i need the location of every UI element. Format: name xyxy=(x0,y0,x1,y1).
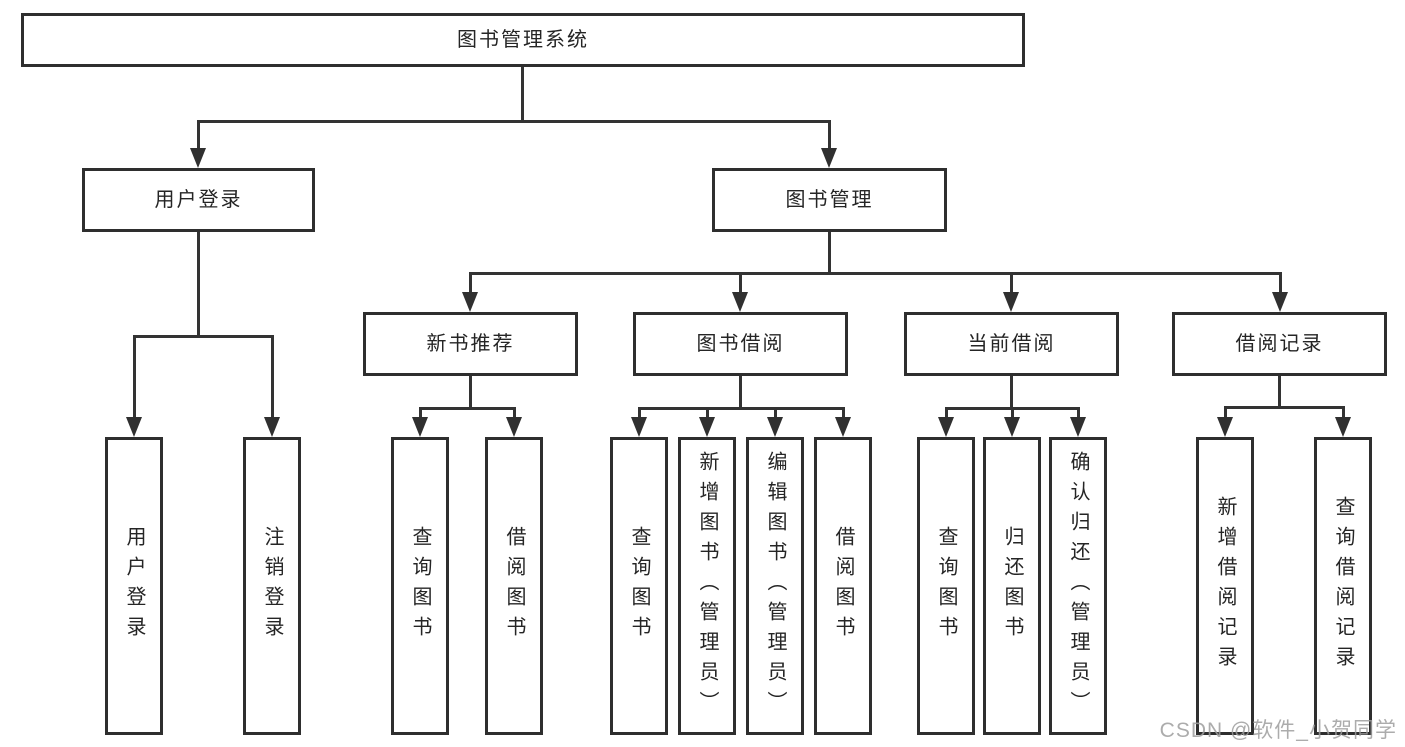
node-new-book-recommend: 新书推荐 xyxy=(363,312,578,376)
connector-drop-query-record xyxy=(1342,406,1345,417)
arrowhead-query-record xyxy=(1335,417,1351,437)
connector-drop-leaf-logout xyxy=(271,335,274,417)
node-root: 图书管理系统 xyxy=(21,13,1025,67)
connector-drop-current-borrow xyxy=(1010,272,1013,292)
arrowhead-user-login xyxy=(190,148,206,168)
connector-drop-borrow-book-2 xyxy=(842,407,845,417)
arrowhead-query-book-2 xyxy=(631,417,647,437)
connector-drop-user-login xyxy=(197,120,200,148)
leaf-add-book-admin-label: 新增图书（管理员） xyxy=(696,451,718,721)
arrowhead-add-book xyxy=(699,417,715,437)
connector-new-book-stem xyxy=(469,376,472,407)
arrowhead-add-record xyxy=(1217,417,1233,437)
leaf-add-book-admin: 新增图书（管理员） xyxy=(678,437,736,735)
leaf-borrow-book-2-label: 借阅图书 xyxy=(832,526,854,646)
arrowhead-leaf-user-login xyxy=(126,417,142,437)
connector-drop-add-book xyxy=(706,407,709,417)
connector-drop-return-book xyxy=(1011,407,1014,417)
arrowhead-query-book-1 xyxy=(412,417,428,437)
arrowhead-return-book xyxy=(1004,417,1020,437)
arrowhead-borrow-book-2 xyxy=(835,417,851,437)
leaf-add-borrow-record-label: 新增借阅记录 xyxy=(1214,496,1236,676)
leaf-return-book: 归还图书 xyxy=(983,437,1041,735)
arrowhead-borrow-book-1 xyxy=(506,417,522,437)
leaf-user-login: 用户登录 xyxy=(105,437,163,735)
leaf-query-book-2-label: 查询图书 xyxy=(628,526,650,646)
connector-new-book-branch xyxy=(419,407,515,410)
connector-drop-new-book xyxy=(469,272,472,292)
leaf-query-book-2: 查询图书 xyxy=(610,437,668,735)
arrowhead-borrow-records xyxy=(1272,292,1288,312)
arrowhead-confirm-return xyxy=(1070,417,1086,437)
connector-drop-confirm-return xyxy=(1077,407,1080,417)
node-book-management: 图书管理 xyxy=(712,168,947,232)
node-current-borrow: 当前借阅 xyxy=(904,312,1119,376)
leaf-logout-label: 注销登录 xyxy=(261,526,283,646)
leaf-return-book-label: 归还图书 xyxy=(1001,526,1023,646)
connector-borrow-records-stem xyxy=(1278,376,1281,406)
leaf-edit-book-admin: 编辑图书（管理员） xyxy=(746,437,804,735)
arrowhead-edit-book xyxy=(767,417,783,437)
connector-current-borrow-stem xyxy=(1010,376,1013,407)
connector-book-borrow-stem xyxy=(739,376,742,407)
connector-book-borrow-branch xyxy=(638,407,844,410)
leaf-logout: 注销登录 xyxy=(243,437,301,735)
connector-drop-query-book-2 xyxy=(638,407,641,417)
connector-borrow-records-branch xyxy=(1224,406,1344,409)
connector-user-login-stem xyxy=(197,232,200,335)
connector-drop-book-borrow xyxy=(739,272,742,292)
leaf-query-book-1-label: 查询图书 xyxy=(409,526,431,646)
connector-drop-borrow-book-1 xyxy=(513,407,516,417)
connector-drop-add-record xyxy=(1224,406,1227,417)
watermark: CSDN @软件_小贺同学 xyxy=(1159,719,1397,742)
leaf-confirm-return-admin: 确认归还（管理员） xyxy=(1049,437,1107,735)
leaf-user-login-label: 用户登录 xyxy=(123,526,145,646)
connector-drop-query-book-1 xyxy=(419,407,422,417)
leaf-confirm-return-admin-label: 确认归还（管理员） xyxy=(1067,451,1089,721)
connector-drop-leaf-user-login xyxy=(133,335,136,417)
connector-user-login-branch xyxy=(133,335,274,338)
connector-book-management-stem xyxy=(828,232,831,272)
node-book-borrow: 图书借阅 xyxy=(633,312,848,376)
node-borrow-records: 借阅记录 xyxy=(1172,312,1387,376)
leaf-query-book-1: 查询图书 xyxy=(391,437,449,735)
leaf-query-book-3-label: 查询图书 xyxy=(935,526,957,646)
leaf-add-borrow-record: 新增借阅记录 xyxy=(1196,437,1254,735)
connector-root-branch xyxy=(197,120,830,123)
connector-drop-edit-book xyxy=(774,407,777,417)
connector-root-stem xyxy=(521,67,524,120)
connector-drop-query-book-3 xyxy=(945,407,948,417)
arrowhead-new-book xyxy=(462,292,478,312)
leaf-borrow-book-1-label: 借阅图书 xyxy=(503,526,525,646)
leaf-borrow-book-2: 借阅图书 xyxy=(814,437,872,735)
arrowhead-current-borrow xyxy=(1003,292,1019,312)
leaf-edit-book-admin-label: 编辑图书（管理员） xyxy=(764,451,786,721)
node-user-login: 用户登录 xyxy=(82,168,315,232)
arrowhead-book-borrow xyxy=(732,292,748,312)
arrowhead-leaf-logout xyxy=(264,417,280,437)
leaf-query-borrow-record-label: 查询借阅记录 xyxy=(1332,496,1354,676)
leaf-borrow-book-1: 借阅图书 xyxy=(485,437,543,735)
connector-book-management-branch xyxy=(469,272,1281,275)
leaf-query-borrow-record: 查询借阅记录 xyxy=(1314,437,1372,735)
connector-drop-book-management xyxy=(828,120,831,148)
connector-drop-borrow-records xyxy=(1279,272,1282,292)
leaf-query-book-3: 查询图书 xyxy=(917,437,975,735)
arrowhead-book-management xyxy=(821,148,837,168)
arrowhead-query-book-3 xyxy=(938,417,954,437)
